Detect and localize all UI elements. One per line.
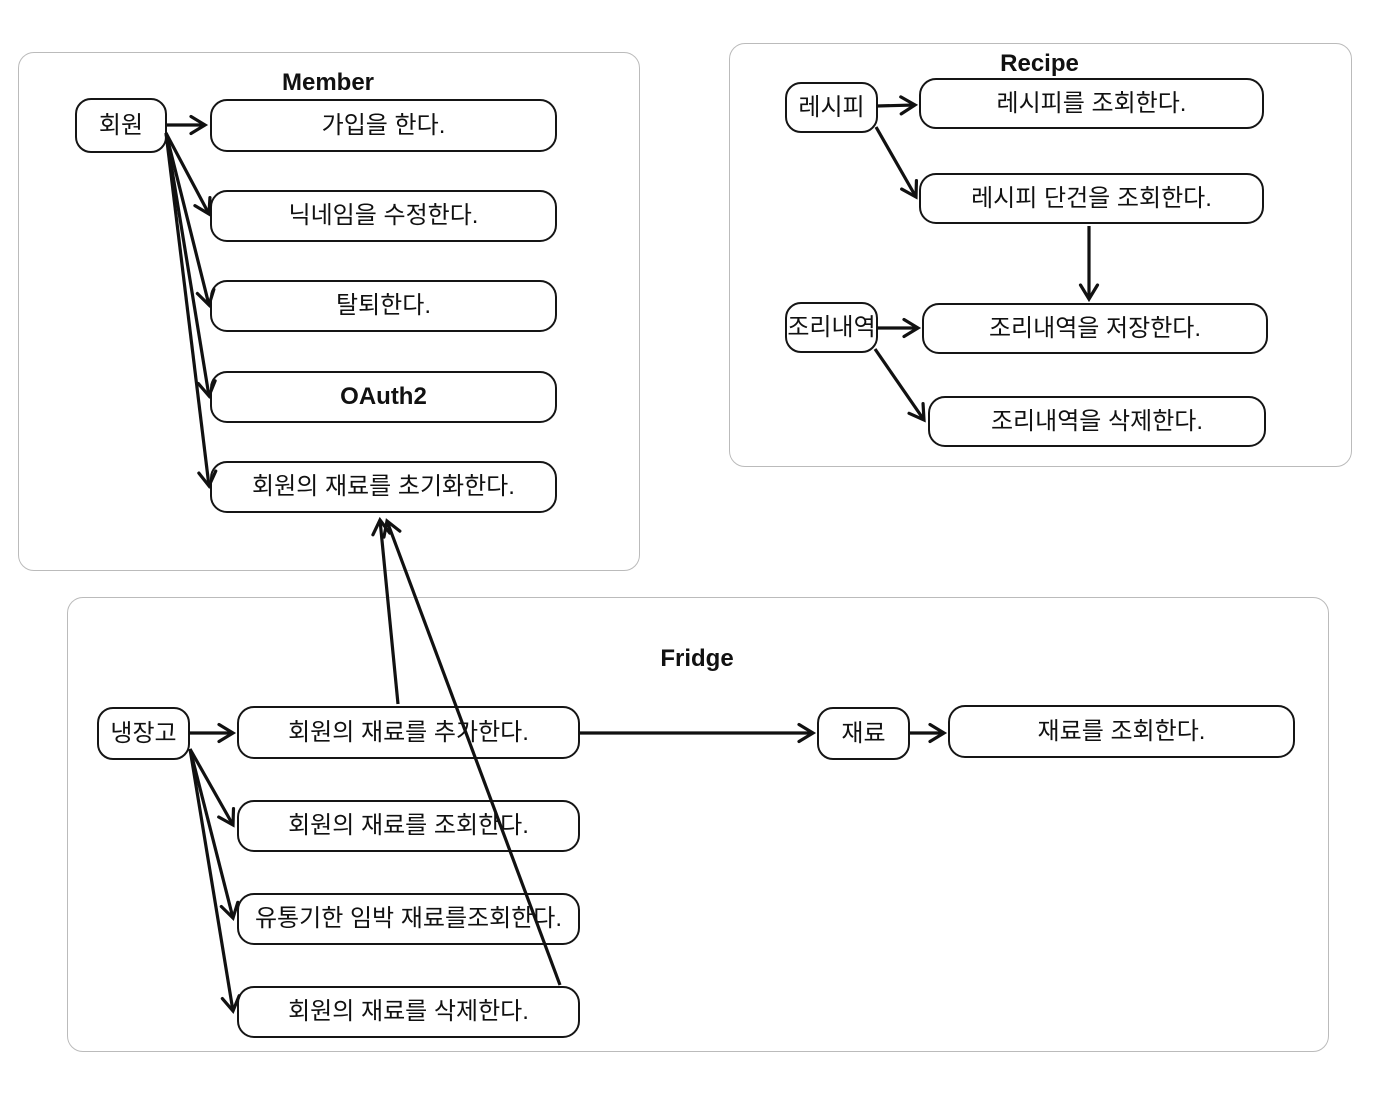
usecase-view-recipes-node: 레시피를 조회한다. (919, 78, 1264, 129)
usecase-save-cooking-history-node: 조리내역을 저장한다. (922, 303, 1268, 354)
usecase-view-recipe-single-node: 레시피 단건을 조회한다. (919, 173, 1264, 224)
usecase-view-member-ingredient-node: 회원의 재료를 조회한다. (237, 800, 580, 852)
usecase-view-ingredient-node: 재료를 조회한다. (948, 705, 1295, 758)
usecase-add-member-ingredient-node: 회원의 재료를 추가한다. (237, 706, 580, 759)
usecase-edit-nickname-node: 닉네임을 수정한다. (210, 190, 557, 242)
group-fridge-title: Fridge (660, 645, 734, 672)
actor-fridge-node: 냉장고 (97, 707, 190, 760)
usecase-oauth2-node: OAuth2 (210, 371, 557, 423)
actor-recipe-node: 레시피 (785, 82, 878, 133)
actor-ingredient-node: 재료 (817, 707, 910, 760)
actor-member-node: 회원 (75, 98, 167, 153)
usecase-reset-member-ingredients-node: 회원의 재료를 초기화한다. (210, 461, 557, 513)
usecase-join-node: 가입을 한다. (210, 99, 557, 152)
usecase-delete-member-ingredient-node: 회원의 재료를 삭제한다. (237, 986, 580, 1038)
group-member-title: Member (281, 69, 375, 96)
usecase-delete-cooking-history-node: 조리내역을 삭제한다. (928, 396, 1266, 447)
usecase-view-expiring-ingredient-node: 유통기한 임박 재료를조회한다. (237, 893, 580, 945)
group-recipe-title: Recipe (1000, 50, 1079, 77)
actor-cooking-history-node: 조리내역 (785, 302, 878, 353)
usecase-withdraw-node: 탈퇴한다. (210, 280, 557, 332)
